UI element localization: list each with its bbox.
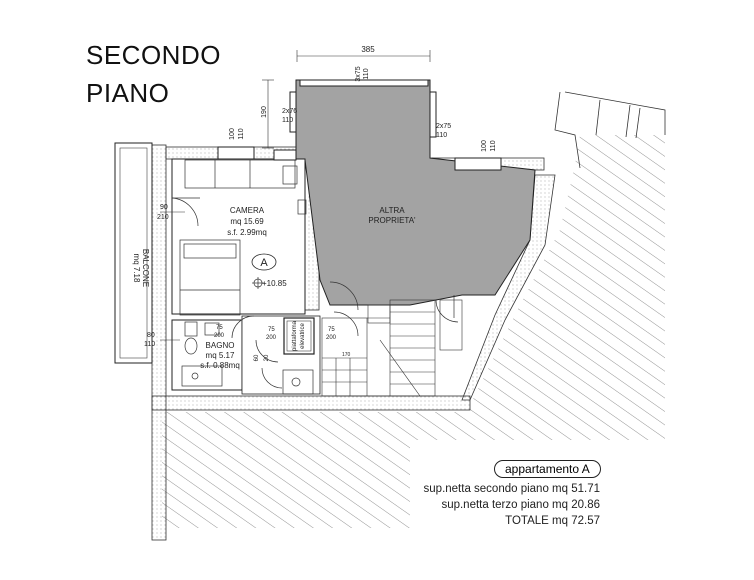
balcone-area xyxy=(114,142,153,364)
balcone-area: mq 7.18 xyxy=(132,254,141,283)
dim-door-210: 210 xyxy=(157,214,169,221)
altra-proprieta-line1: ALTRA xyxy=(379,206,405,215)
summary-line-third-floor: sup.netta terzo piano mq 20.86 xyxy=(441,499,600,511)
elevation-label: +10.85 xyxy=(262,279,287,288)
dim-door-110: 110 xyxy=(144,341,155,348)
dim-win-110a: 110 xyxy=(238,128,245,139)
dim-window-2x76: 2x76 xyxy=(282,108,297,115)
balcone-name: BALCONE xyxy=(141,249,150,287)
balcone-inner xyxy=(119,147,148,359)
lift-label-line2: elevatrice xyxy=(300,323,306,349)
dim-window-2x75-h: 110 xyxy=(436,132,447,139)
plan-title-line2: PIANO xyxy=(86,78,170,108)
dim-small-170: 170 xyxy=(342,352,351,358)
dim-win-110b: 110 xyxy=(490,140,497,151)
dim-small-20: 20 xyxy=(264,354,270,361)
dim-190: 190 xyxy=(261,106,268,118)
bagno-name: BAGNO xyxy=(206,341,235,350)
dim-door-200b: 200 xyxy=(326,335,337,341)
dim-door-200a: 200 xyxy=(266,335,277,341)
camera-area: mq 15.69 xyxy=(230,217,264,226)
staircase xyxy=(321,299,463,397)
lift-label-line1: piattaforma xyxy=(292,320,298,351)
windows xyxy=(217,79,502,171)
dim-door-200c: 200 xyxy=(214,333,225,339)
bagno-area: mq 5.17 xyxy=(206,351,235,360)
unit-marker-label: A xyxy=(260,257,268,269)
camera-sf: s.f. 2.99mq xyxy=(227,228,267,237)
unit-marker-ellipse xyxy=(251,253,277,271)
altra-proprieta-area xyxy=(295,79,536,306)
dim-window-3x75-h: 110 xyxy=(363,68,370,79)
adjacent-building-outline xyxy=(554,91,666,169)
dim-window-2x75: 2x75 xyxy=(436,123,451,130)
dim-window-3x75: 3x75 xyxy=(355,66,362,81)
lift-platform xyxy=(283,317,315,355)
dim-window-2x76-h: 110 xyxy=(282,117,293,124)
bathroom-fixtures xyxy=(181,321,314,395)
camera-furniture xyxy=(179,159,307,316)
bagno-sf: s.f. 0.88mq xyxy=(200,361,240,370)
dim-small-60: 60 xyxy=(254,354,260,361)
hatched-area-bottom xyxy=(162,412,470,528)
summary-line-second-floor: sup.netta secondo piano mq 51.71 xyxy=(423,483,600,495)
dim-top-width: 385 xyxy=(361,45,375,54)
plan-title-line1: SECONDO xyxy=(86,40,221,70)
camera-room xyxy=(171,158,306,315)
altra-proprieta-line2: PROPRIETA' xyxy=(368,216,416,225)
apartment-badge: appartamento A xyxy=(494,460,601,478)
dim-door-80: 80 xyxy=(147,332,155,339)
dim-win-100a: 100 xyxy=(229,128,236,140)
camera-name: CAMERA xyxy=(230,206,265,215)
summary-line-total: TOTALE mq 72.57 xyxy=(505,515,600,527)
hatched-area-right xyxy=(470,135,665,440)
dim-win-100b: 100 xyxy=(481,140,488,152)
dim-door-75b: 75 xyxy=(328,327,335,333)
dim-door-75a: 75 xyxy=(268,327,275,333)
dim-door-75c: 75 xyxy=(216,325,223,331)
door-swings xyxy=(171,197,459,389)
dimension-lines xyxy=(160,50,431,341)
elevation-symbol xyxy=(252,277,264,289)
bagno-room xyxy=(171,319,243,391)
dim-door-90: 90 xyxy=(160,204,168,211)
